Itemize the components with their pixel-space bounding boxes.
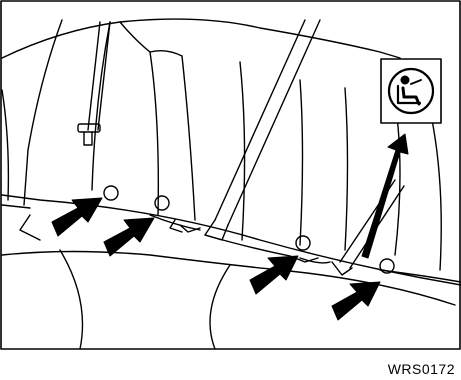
arrow-1 xyxy=(52,198,102,236)
arrow-3 xyxy=(250,256,298,294)
left-seat-belt xyxy=(78,22,110,145)
anchor-marker-2 xyxy=(155,196,169,210)
arrow-4 xyxy=(332,282,380,320)
arrow-2 xyxy=(104,218,154,256)
arrow-to-icon xyxy=(362,134,408,258)
figure-reference-code: WRS0172 xyxy=(388,361,455,377)
anchor-marker-3 xyxy=(296,236,310,250)
anchor-marker-1 xyxy=(104,186,118,200)
child-seat-anchor-icon xyxy=(381,59,441,123)
